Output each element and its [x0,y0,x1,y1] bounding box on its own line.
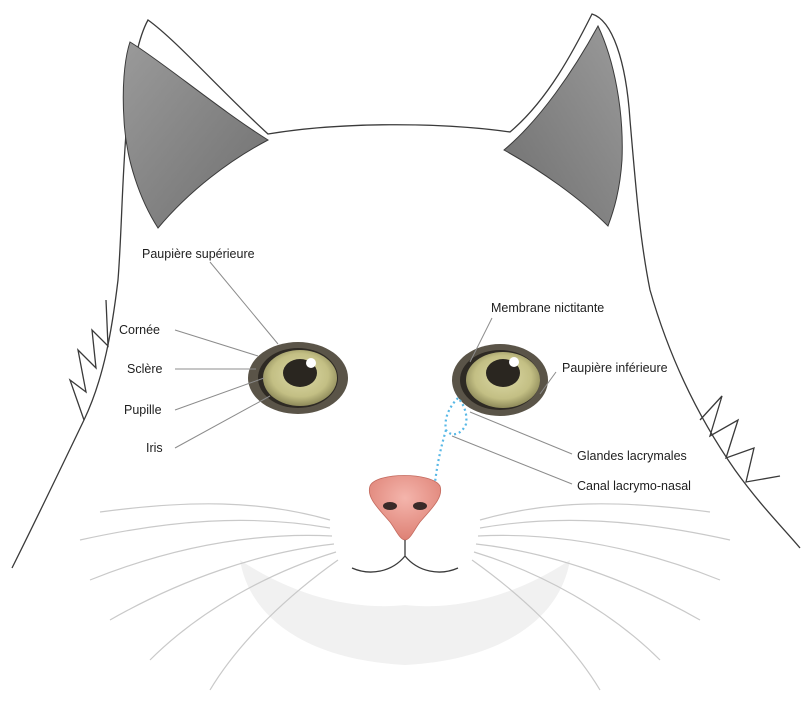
label-iris: Iris [146,441,163,455]
leader-lacrimal-glands [470,412,572,454]
right-eye [452,344,548,416]
leader-cornea [175,330,258,356]
left-nostril [383,502,397,510]
label-pupil: Pupille [124,403,162,417]
label-cornea: Cornée [119,323,160,337]
label-sclera: Sclère [127,362,162,376]
label-nasolacrimal-duct: Canal lacrymo-nasal [577,479,691,493]
leader-iris [175,396,270,448]
muzzle-shadow [240,560,570,665]
left-cheek-fur [70,300,108,420]
leader-nasolacrimal-duct [452,436,572,484]
mouth [352,540,458,572]
left-ear-inner [123,42,268,228]
nose [369,476,440,541]
label-upper-eyelid: Paupière supérieure [142,247,255,261]
leader-upper-eyelid [210,262,278,344]
nasolacrimal-duct [434,398,466,492]
label-nictitating-membrane: Membrane nictitante [491,301,604,315]
right-cheek-fur [700,396,780,482]
leader-pupil [175,378,264,410]
label-lower-eyelid: Paupière inférieure [562,361,668,375]
right-ear-inner [504,26,622,226]
label-lacrimal-glands: Glandes lacrymales [577,449,687,463]
right-nostril [413,502,427,510]
